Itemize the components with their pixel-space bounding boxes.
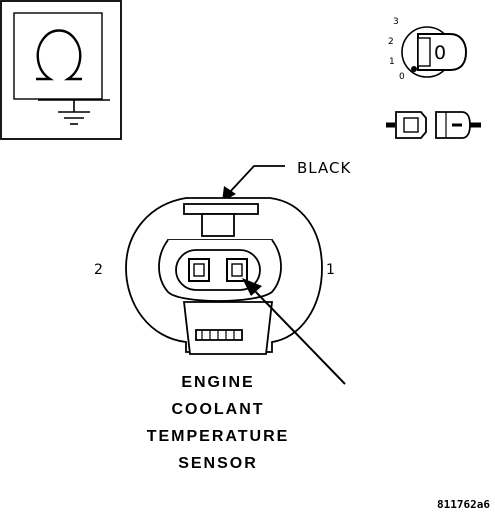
ignition-pos-1: 1 <box>389 57 395 67</box>
pin-pointer-arrow <box>242 278 346 385</box>
ignition-pos-0: 0 <box>399 72 405 82</box>
sensor-title: ENGINE COOLANT TEMPERATURE SENSOR <box>147 374 290 472</box>
ohmmeter-icon <box>0 0 122 140</box>
ignition-switch-icon: 3 2 1 0 0 <box>388 17 468 82</box>
sensor-title-line-2: COOLANT <box>171 401 264 418</box>
ignition-key-symbol: 0 <box>434 42 446 64</box>
disconnected-connector-icon <box>386 111 481 139</box>
sensor-title-line-1: ENGINE <box>181 374 254 391</box>
terminal-cavity-1 <box>226 258 248 282</box>
key-position-dot <box>411 66 417 72</box>
black-callout-leader <box>222 165 285 202</box>
pin-number-1: 1 <box>326 262 335 278</box>
sensor-title-line-4: SENSOR <box>178 455 258 472</box>
sensor-title-line-3: TEMPERATURE <box>147 428 290 445</box>
figure-id: 811762a6 <box>437 498 490 511</box>
connector-color-label: BLACK <box>297 159 351 177</box>
terminal-cavity-2 <box>188 258 210 282</box>
pin-number-2: 2 <box>94 262 103 278</box>
ignition-pos-2: 2 <box>388 37 394 47</box>
ignition-pos-3: 3 <box>393 17 399 27</box>
